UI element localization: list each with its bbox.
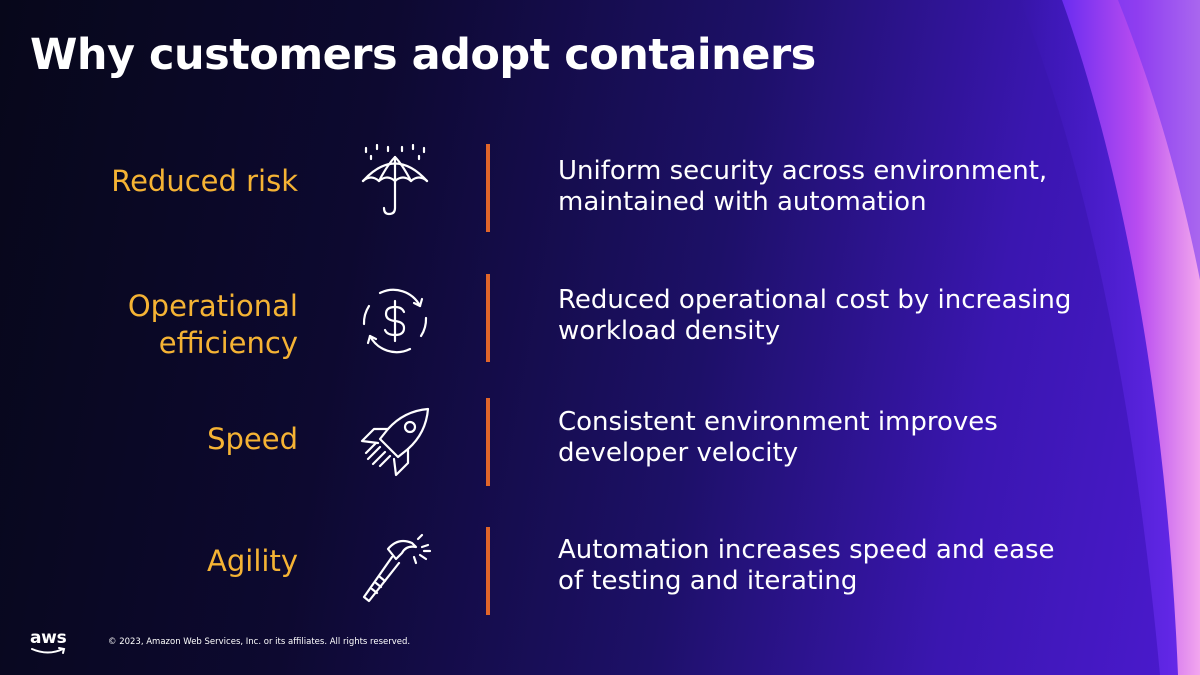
description-line: workload density — [558, 316, 781, 346]
description-line: Uniform security across environment, — [558, 156, 1048, 186]
reason-label: Operational efficiency — [128, 288, 298, 362]
row-divider — [486, 398, 490, 486]
dollar-cycle-icon — [362, 288, 428, 354]
reason-description: Reduced operational cost by increasing w… — [558, 285, 1071, 347]
description-line: Consistent environment improves — [558, 407, 998, 437]
description-line: maintained with automation — [558, 187, 927, 217]
description-line: of testing and iterating — [558, 566, 858, 596]
aws-smile-icon — [31, 647, 66, 654]
row-divider — [486, 527, 490, 615]
description-line: developer velocity — [558, 438, 799, 468]
hammer-icon — [362, 533, 432, 603]
reason-description: Automation increases speed and ease of t… — [558, 535, 1055, 597]
row-divider — [486, 144, 490, 232]
row-divider — [486, 274, 490, 362]
reason-label-line: efficiency — [158, 326, 298, 360]
reason-label-line: Operational — [127, 289, 298, 323]
description-line: Automation increases speed and ease — [558, 535, 1055, 565]
reason-description: Uniform security across environment, mai… — [558, 156, 1047, 218]
description-line: Reduced operational cost by increasing — [558, 285, 1072, 315]
slide-title: Why customers adopt containers — [30, 30, 816, 80]
reason-label: Reduced risk — [111, 164, 298, 198]
reason-label: Speed — [207, 422, 298, 456]
copyright-notice: © 2023, Amazon Web Services, Inc. or its… — [108, 637, 411, 647]
reason-label: Agility — [207, 544, 298, 578]
reason-description: Consistent environment improves develope… — [558, 407, 998, 469]
rocket-icon — [360, 407, 430, 477]
aws-logo: aws — [30, 628, 67, 648]
umbrella-icon — [361, 144, 429, 216]
